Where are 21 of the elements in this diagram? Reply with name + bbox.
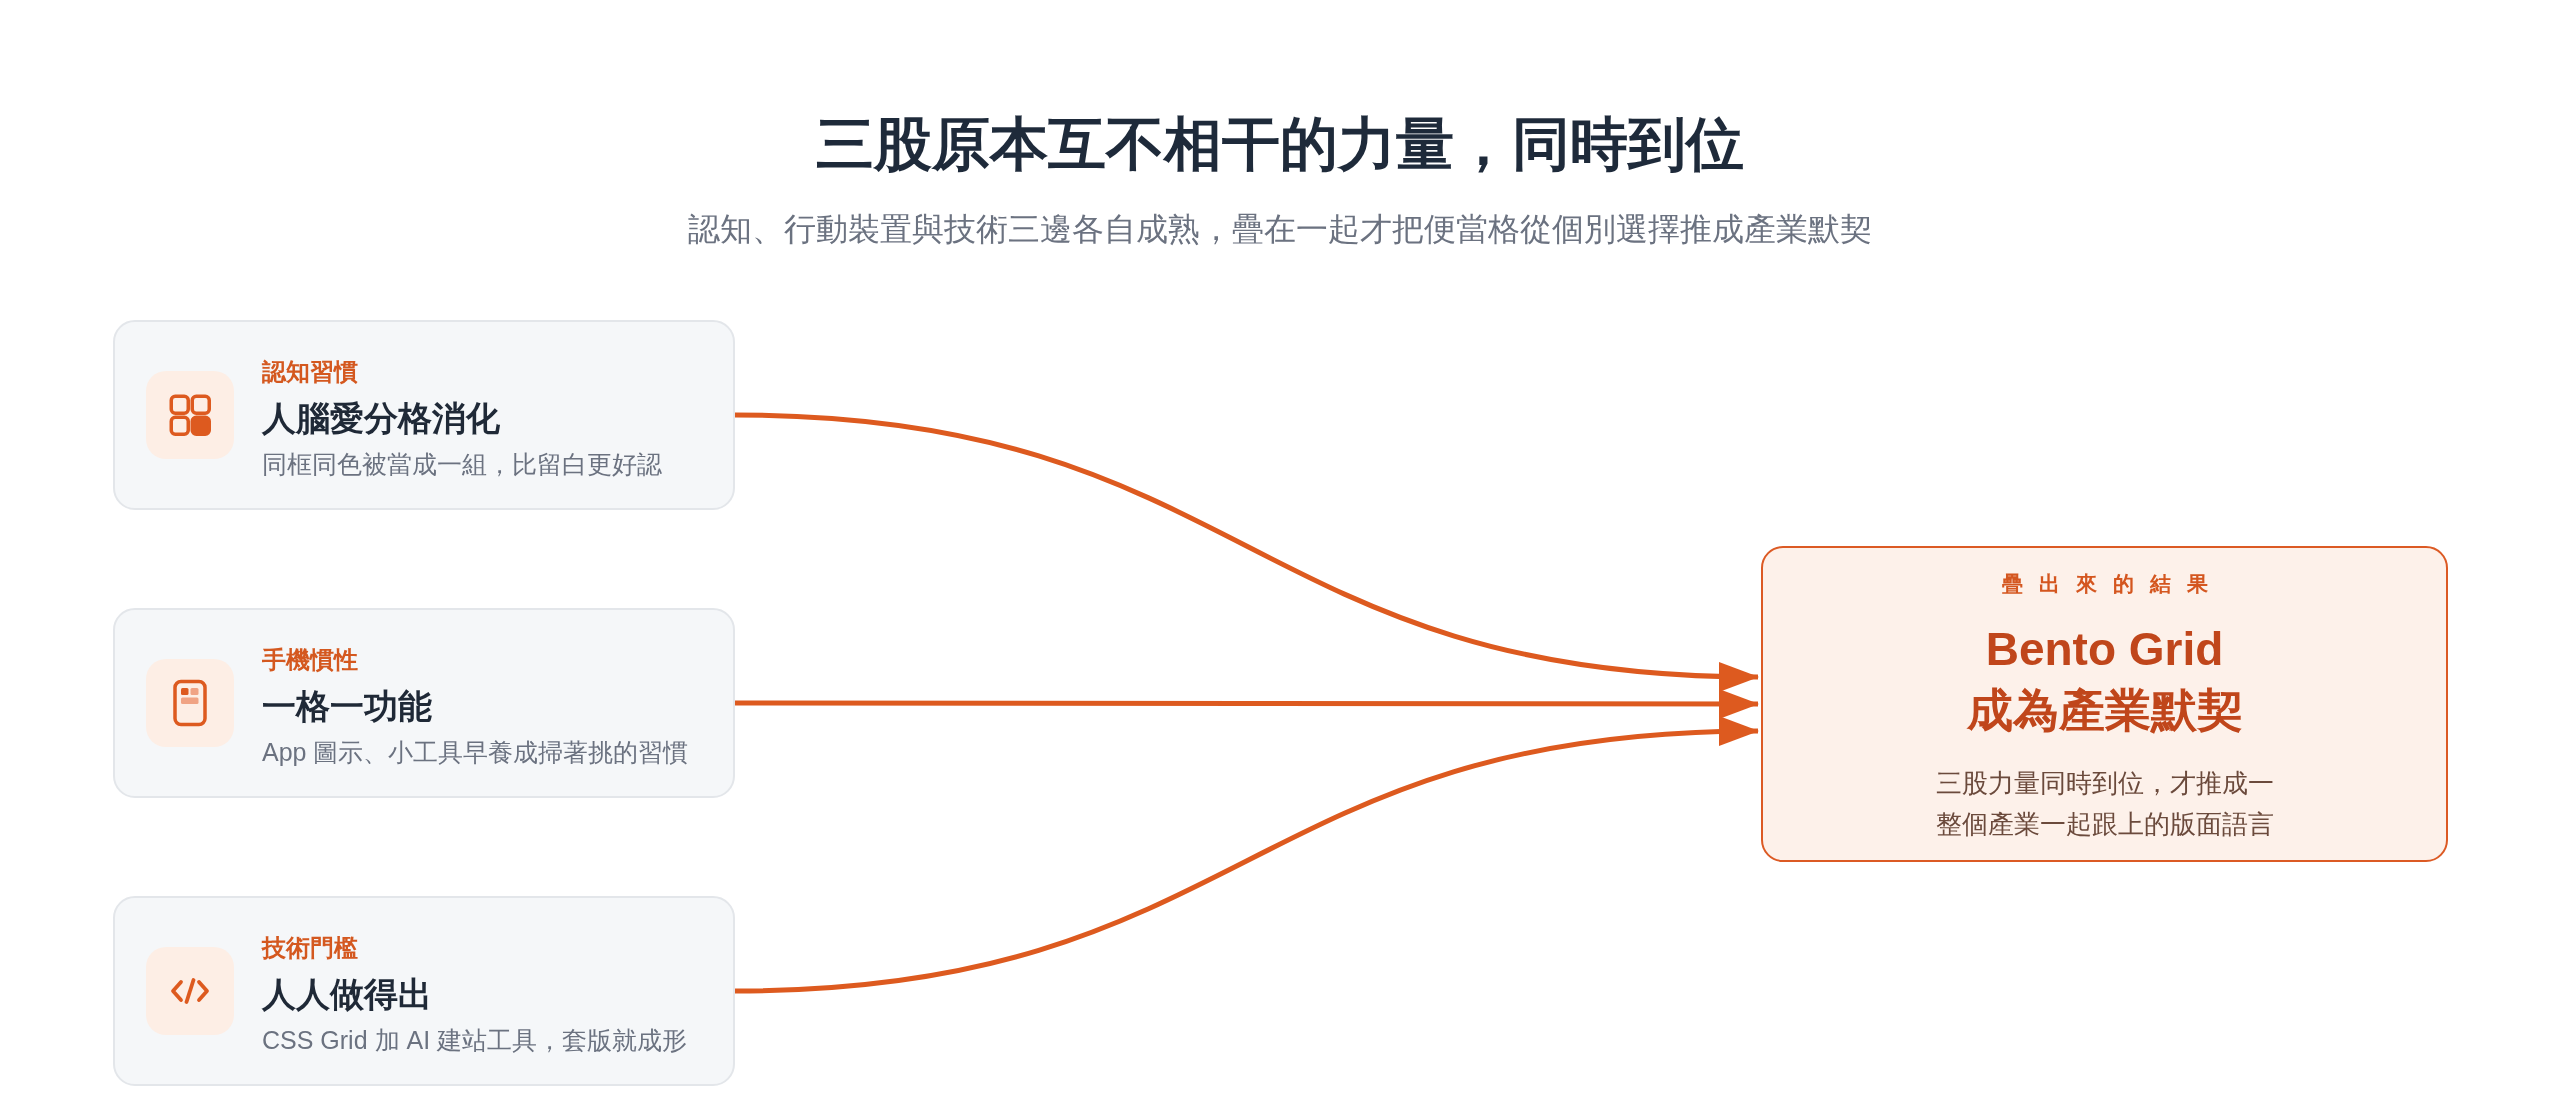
card-description: 三股力量同時到位，才推成一整個產業一起跟上的版面語言 [1934, 767, 2275, 841]
info-card [113, 896, 735, 1086]
info-card [113, 608, 735, 798]
info-card [113, 320, 735, 510]
title: 三股原本互不相干的力量，同時到位 [816, 110, 1744, 178]
result-card [1761, 546, 2448, 862]
arrow [734, 717, 1759, 994]
card-heading: 人腦愛分格消化 [262, 397, 500, 439]
category-label: 技術門檻 [262, 932, 358, 963]
arrow [735, 689, 1759, 719]
arrow [734, 412, 1759, 691]
card-heading: 人人做得出 [262, 973, 432, 1015]
card-description: CSS Grid 加 AI 建站工具，套版就成形 [262, 1024, 688, 1056]
card-heading: Bento Grid 成為產業默契 [1965, 622, 2244, 738]
subtitle: 認知、行動裝置與技術三邊各自成熟，疊在一起才把便當格從個別選擇推成產業默契 [688, 210, 1872, 249]
card-description: App 圖示、小工具早養成掃著挑的習慣 [262, 736, 689, 768]
section-label: 疊出來的結果 [2000, 571, 2224, 597]
category-label: 認知習慣 [262, 356, 358, 387]
category-label: 手機慣性 [262, 644, 358, 675]
card-description: 同框同色被當成一組，比留白更好認 [262, 448, 662, 480]
card-heading: 一格一功能 [262, 685, 432, 727]
